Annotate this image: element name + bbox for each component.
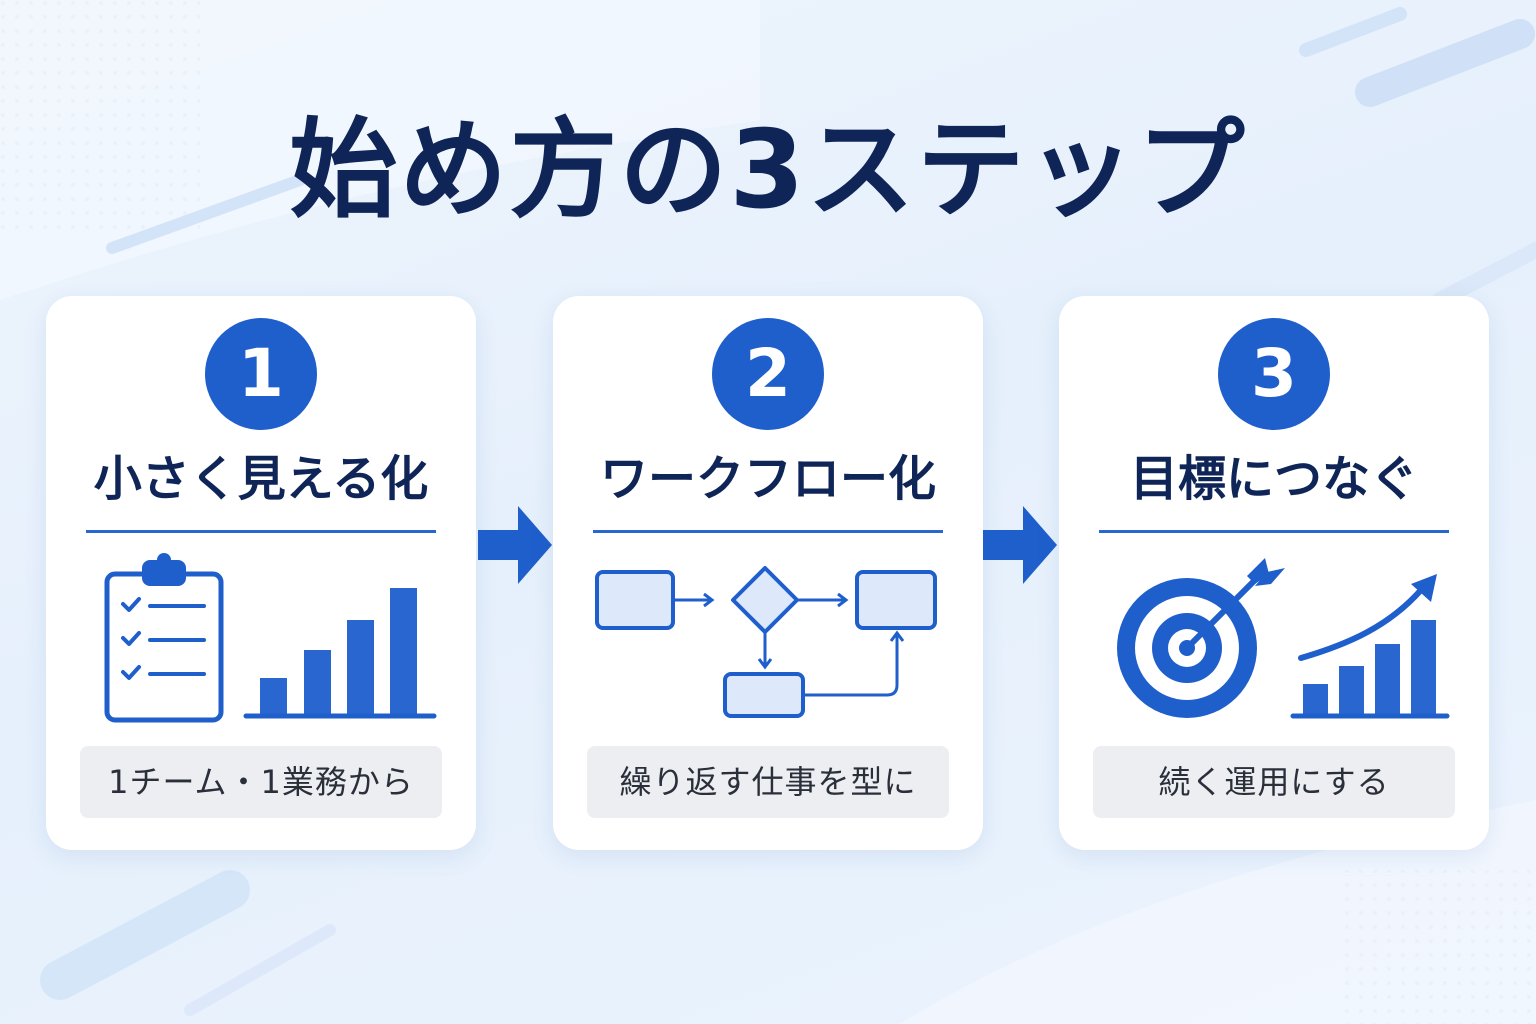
- step-caption: 続く運用にする: [1093, 746, 1455, 818]
- step-illustration: [104, 553, 437, 723]
- right-arrow-icon: [478, 506, 552, 584]
- clipboard-checklist-icon: [104, 553, 224, 723]
- page-title: 始め方の3ステップ: [289, 108, 1247, 233]
- step-number-badge: 3: [1218, 318, 1330, 430]
- step-card-1: 1 小さく見える化 1チーム・1業務から: [46, 296, 476, 850]
- step-caption: 1チーム・1業務から: [80, 746, 442, 818]
- target-arrow-icon: [1117, 558, 1285, 718]
- growth-chart-icon: [1290, 574, 1450, 719]
- step-title: ワークフロー化: [599, 451, 936, 507]
- step-number-badge: 1: [205, 318, 317, 430]
- flowchart-icon: [595, 566, 937, 718]
- step-card-2: 2 ワークフロー化 繰り返す仕事を型に: [553, 296, 983, 850]
- step-title: 目標につなぐ: [1129, 451, 1418, 507]
- divider: [593, 530, 943, 533]
- step-illustration: [1117, 558, 1450, 719]
- step-number-badge: 2: [712, 318, 824, 430]
- step-title: 小さく見える化: [93, 451, 429, 507]
- divider: [86, 530, 436, 533]
- divider: [1099, 530, 1449, 533]
- bar-chart-icon: [243, 588, 437, 719]
- step-card-3: 3 目標につなぐ 続く運用にする: [1059, 296, 1489, 850]
- right-arrow-icon: [983, 506, 1057, 584]
- step-caption: 繰り返す仕事を型に: [587, 746, 949, 818]
